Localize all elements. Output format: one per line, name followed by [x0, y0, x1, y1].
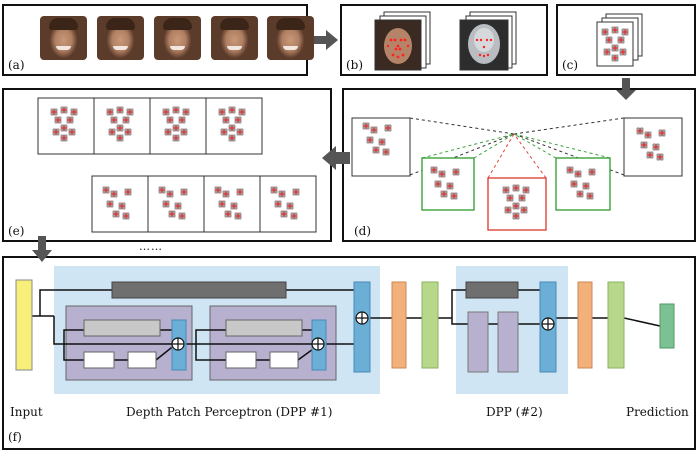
ellipsis: ……: [139, 240, 163, 253]
arrow-e-to-f: [32, 236, 52, 262]
panel-label-f: (f): [8, 430, 22, 444]
block1-conv-bar: [83, 319, 161, 337]
orange-layer-1: [391, 281, 407, 369]
input-label: Input: [10, 405, 43, 419]
block1-conv-a: [83, 351, 115, 369]
orange-layer-2: [577, 281, 593, 369]
block1-conv-b: [127, 351, 157, 369]
panel-label-a: (a): [8, 58, 25, 72]
panel-label-d: (d): [354, 224, 372, 238]
face-frame-4: [211, 16, 258, 60]
face-frame-3: [154, 16, 201, 60]
dpp1-output: [353, 281, 371, 373]
dpp2-bar-a: [467, 311, 489, 373]
prediction-block: [659, 303, 675, 349]
arrow-c-to-d: [616, 78, 636, 100]
block2-conv-b: [269, 351, 299, 369]
panel-label-c: (c): [562, 58, 579, 72]
panel-a: (a): [2, 4, 314, 76]
network-diagram: [15, 266, 675, 394]
arrow-d-to-e: [322, 146, 350, 170]
3d-face-mesh-stack: [459, 11, 517, 71]
panel-label-b: (b): [346, 58, 364, 72]
prediction-label: Prediction: [626, 405, 689, 419]
panel-label-e: (e): [8, 224, 25, 238]
dpp1-label: Depth Patch Perceptron (DPP #1): [126, 405, 333, 419]
dpp2-bar-b: [497, 311, 519, 373]
green-layer-2: [607, 281, 625, 369]
face-frame-1: [40, 16, 87, 60]
patch-green-right: [555, 157, 611, 211]
sum-nodes: [171, 311, 555, 351]
face-frame-2: [97, 16, 144, 60]
input-block: [15, 279, 33, 371]
face-frame-5: [267, 16, 314, 60]
point-cloud-stack: [596, 13, 643, 67]
patch-extraction: [351, 117, 683, 231]
green-layer-1: [421, 281, 439, 369]
patch-right: [623, 117, 683, 177]
landmark-face-stack: [374, 11, 431, 71]
block2-conv-a: [225, 351, 257, 369]
dpp2-label: DPP (#2): [486, 405, 543, 419]
dpp2-skip-bar: [465, 281, 519, 299]
block2-conv-bar: [225, 319, 303, 337]
patch-left: [351, 117, 411, 177]
patch-sequence-grid: [37, 97, 317, 233]
dpp1-skip-bar: [111, 281, 287, 299]
arrow-a-to-b: [314, 30, 338, 50]
